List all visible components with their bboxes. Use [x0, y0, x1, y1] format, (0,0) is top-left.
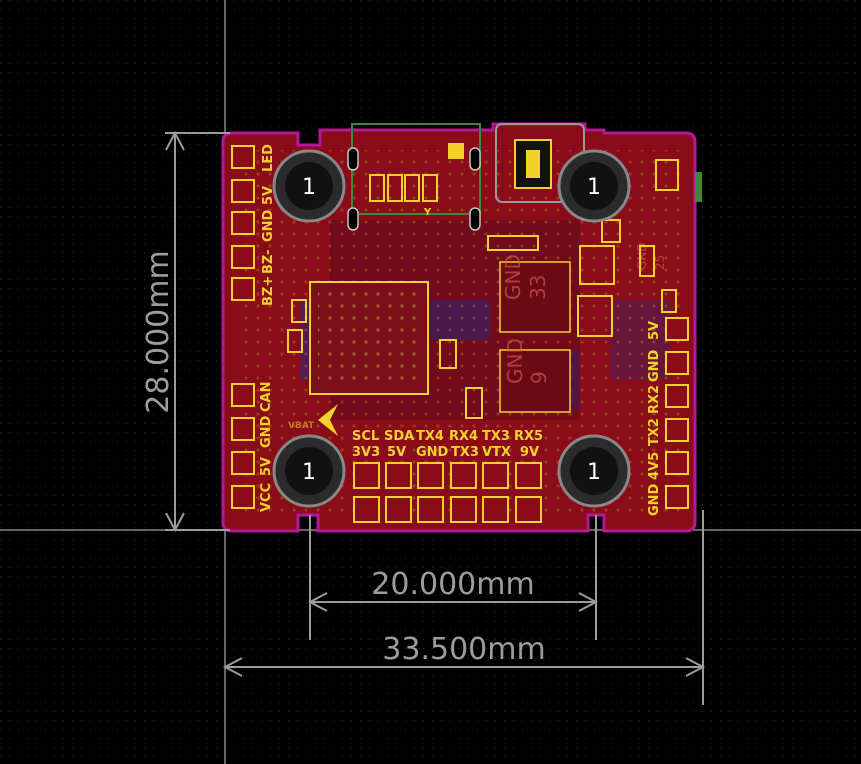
pin-label-scl: SCL: [352, 429, 379, 444]
pin-label-vtx: VTX: [482, 445, 511, 460]
dimension-height-label: 28.000mm: [141, 250, 176, 413]
chip-num-label: 9: [527, 371, 551, 384]
dimension-inner-width: [307, 515, 599, 640]
y-mark-label: Y: [423, 207, 432, 218]
bottom-header-pads: [353, 462, 542, 523]
chip-gnd-label: GND: [501, 254, 525, 300]
pin-label-gnd: GND: [647, 483, 662, 516]
chip-gnd-label: GND: [635, 242, 649, 270]
passive-components: [287, 159, 679, 419]
left-header-pads: [231, 145, 255, 509]
right-header-labels: 5V GND RX2 TX2 4V5 GND: [647, 321, 662, 516]
pin-label-gnd: GND: [647, 349, 662, 382]
chip-gnd-label: GND: [503, 338, 527, 384]
pin-label-can: CAN: [259, 382, 274, 412]
orientation-arrow: [318, 404, 338, 436]
left-header-bottom-labels: CAN GND 5V VCC: [259, 382, 274, 512]
hole-label: 1: [587, 175, 601, 200]
pin-label-led: LED: [261, 144, 276, 172]
mounting-hole-bottom-left: 1: [272, 434, 346, 508]
pin-label-gnd: GND: [416, 445, 449, 460]
hole-label: 1: [587, 460, 601, 485]
pin-label-3v3: 3V3: [352, 445, 380, 460]
pin-label-5v: 5V: [259, 457, 274, 476]
pin-label-bz-minus: BZ-: [261, 249, 276, 274]
bottom-header-row2-labels: 3V3 5V GND TX3 VTX 9V: [352, 445, 539, 460]
chip-25: GND 25: [635, 242, 667, 270]
usb-connector: [347, 123, 481, 231]
pin-label-4v5: 4V5: [647, 452, 662, 480]
mounting-hole-top-left: 1: [272, 149, 346, 223]
dimension-outer-width: [222, 510, 706, 705]
regulator-chip-33: GND 33: [499, 254, 571, 333]
vbat-label: VBAT: [288, 421, 315, 431]
mounting-hole-top-right: 1: [557, 149, 631, 223]
mounting-hole-bottom-right: 1: [557, 434, 631, 508]
pin-label-tx3: TX3: [451, 445, 479, 460]
dimension-inner-width-label: 20.000mm: [371, 567, 534, 602]
regulator-chip-9: GND 9: [499, 338, 571, 413]
pin-label-sda: SDA: [384, 429, 414, 444]
pin-label-vcc: VCC: [259, 483, 274, 512]
chip-num-label: 33: [526, 275, 550, 300]
pin-label-rx4: RX4: [449, 429, 478, 444]
pin-label-5v: 5V: [261, 186, 276, 205]
hole-label: 1: [302, 460, 316, 485]
chip-num-label: 25: [653, 255, 667, 270]
pin-label-5v: 5V: [647, 321, 662, 340]
edge-connector: [695, 172, 702, 202]
pin-label-tx2: TX2: [647, 418, 662, 446]
pin-label-tx4: TX4: [416, 429, 444, 444]
pin-label-9v: 9V: [520, 445, 539, 460]
pin-label-gnd: GND: [259, 415, 274, 448]
bottom-header-row1-labels: SCL SDA TX4 RX4 TX3 RX5: [352, 429, 543, 444]
dimension-outer-width-label: 33.500mm: [382, 632, 545, 667]
mcu-chip: [309, 281, 429, 395]
pin-label-rx2: RX2: [647, 385, 662, 414]
hole-label: 1: [302, 175, 316, 200]
pin-label-rx5: RX5: [514, 429, 543, 444]
boot-button: [495, 123, 585, 203]
left-header-top-labels: LED 5V GND BZ- BZ+: [261, 144, 276, 306]
dimension-height: [165, 130, 230, 533]
right-header-pads: [665, 317, 689, 509]
pin-label-gnd: GND: [261, 209, 276, 242]
pin-label-5v: 5V: [387, 445, 406, 460]
pin-label-bz-plus: BZ+: [261, 276, 276, 306]
pin-label-tx3: TX3: [482, 429, 510, 444]
